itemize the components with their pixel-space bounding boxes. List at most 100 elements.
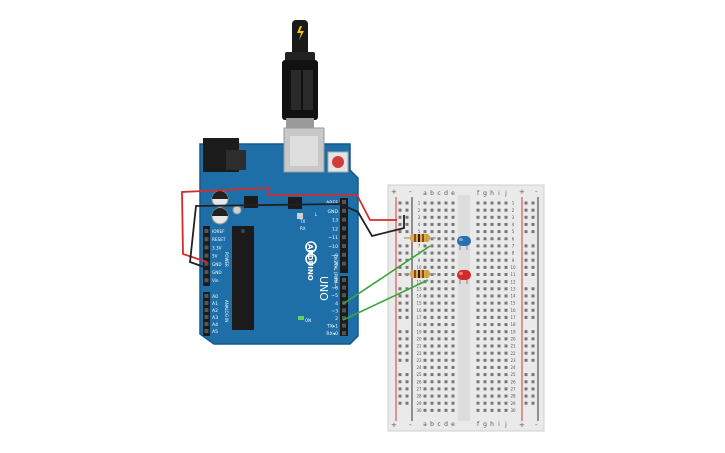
breadboard-hole[interactable] (476, 280, 480, 284)
rail-hole[interactable] (398, 308, 402, 312)
digital-pin[interactable] (342, 285, 346, 290)
breadboard-hole[interactable] (497, 387, 501, 391)
breadboard-hole[interactable] (423, 387, 427, 391)
rail-hole[interactable] (524, 308, 528, 312)
breadboard-hole[interactable] (444, 315, 448, 319)
breadboard-hole[interactable] (476, 344, 480, 348)
rail-hole[interactable] (524, 215, 528, 219)
breadboard-hole[interactable] (423, 222, 427, 226)
breadboard-hole[interactable] (476, 308, 480, 312)
breadboard-hole[interactable] (497, 323, 501, 327)
breadboard-hole[interactable] (437, 273, 441, 276)
digital-pin[interactable] (342, 308, 346, 313)
breadboard-hole[interactable] (490, 301, 494, 305)
breadboard-hole[interactable] (437, 344, 441, 348)
breadboard-hole[interactable] (476, 373, 480, 377)
breadboard-hole[interactable] (504, 337, 508, 341)
breadboard-hole[interactable] (437, 408, 441, 412)
breadboard-hole[interactable] (497, 330, 501, 334)
breadboard-hole[interactable] (437, 251, 441, 255)
breadboard-hole[interactable] (497, 365, 501, 369)
rail-hole[interactable] (524, 294, 528, 298)
rail-hole[interactable] (531, 315, 535, 319)
digital-pin[interactable] (342, 226, 346, 231)
breadboard-hole[interactable] (490, 230, 494, 234)
breadboard-hole[interactable] (497, 394, 501, 398)
breadboard-hole[interactable] (490, 222, 494, 226)
breadboard-hole[interactable] (483, 208, 487, 212)
breadboard-hole[interactable] (437, 208, 441, 212)
breadboard-hole[interactable] (430, 330, 434, 334)
rail-hole[interactable] (531, 201, 535, 205)
rail-hole[interactable] (524, 315, 528, 319)
breadboard-hole[interactable] (444, 265, 448, 269)
breadboard-hole[interactable] (423, 251, 427, 255)
rail-hole[interactable] (531, 244, 535, 248)
breadboard-hole[interactable] (430, 408, 434, 412)
rail-hole[interactable] (531, 294, 535, 298)
breadboard-hole[interactable] (497, 215, 501, 219)
rail-hole[interactable] (531, 273, 535, 276)
breadboard-hole[interactable] (430, 215, 434, 219)
breadboard-hole[interactable] (444, 244, 448, 248)
rail-hole[interactable] (398, 373, 402, 377)
breadboard-hole[interactable] (490, 408, 494, 412)
breadboard-hole[interactable] (483, 230, 487, 234)
breadboard-hole[interactable] (483, 265, 487, 269)
breadboard-hole[interactable] (497, 373, 501, 377)
breadboard-hole[interactable] (497, 294, 501, 298)
breadboard-hole[interactable] (430, 258, 434, 262)
rail-hole[interactable] (531, 251, 535, 255)
breadboard-hole[interactable] (437, 330, 441, 334)
rail-hole[interactable] (531, 215, 535, 219)
breadboard-hole[interactable] (497, 280, 501, 284)
usb-cable[interactable] (282, 20, 318, 128)
breadboard-hole[interactable] (437, 351, 441, 355)
breadboard-hole[interactable] (444, 208, 448, 212)
wire-green-pin-lower[interactable] (342, 279, 429, 321)
breadboard-hole[interactable] (451, 258, 455, 262)
rail-hole[interactable] (398, 265, 402, 269)
breadboard-hole[interactable] (423, 330, 427, 334)
rail-hole[interactable] (405, 315, 409, 319)
breadboard-hole[interactable] (497, 351, 501, 355)
power-pin[interactable] (204, 229, 209, 233)
breadboard-hole[interactable] (444, 230, 448, 234)
breadboard-hole[interactable] (504, 408, 508, 412)
rail-hole[interactable] (398, 244, 402, 248)
breadboard-hole[interactable] (504, 265, 508, 269)
breadboard-hole[interactable] (444, 201, 448, 205)
breadboard-hole[interactable] (437, 258, 441, 262)
analog-header[interactable] (203, 292, 210, 336)
breadboard-hole[interactable] (437, 280, 441, 284)
breadboard-hole[interactable] (504, 287, 508, 291)
rail-hole[interactable] (405, 380, 409, 384)
breadboard-hole[interactable] (483, 308, 487, 312)
breadboard-hole[interactable] (497, 201, 501, 205)
breadboard-hole[interactable] (451, 408, 455, 412)
breadboard-hole[interactable] (490, 287, 494, 291)
breadboard-hole[interactable] (504, 222, 508, 226)
rail-hole[interactable] (398, 387, 402, 391)
power-pin[interactable] (204, 245, 209, 250)
breadboard-hole[interactable] (483, 222, 487, 226)
breadboard-hole[interactable] (423, 301, 427, 305)
rail-hole[interactable] (531, 208, 535, 212)
reset-button-cap[interactable] (332, 156, 344, 168)
breadboard-hole[interactable] (483, 380, 487, 384)
breadboard-hole[interactable] (437, 394, 441, 398)
rail-hole[interactable] (405, 222, 409, 226)
rail-hole[interactable] (398, 394, 402, 398)
breadboard-hole[interactable] (437, 315, 441, 319)
breadboard-hole[interactable] (483, 280, 487, 284)
rail-hole[interactable] (405, 387, 409, 391)
rail-hole[interactable] (524, 265, 528, 269)
breadboard-hole[interactable] (476, 358, 480, 362)
breadboard-hole[interactable] (423, 265, 427, 269)
rail-hole[interactable] (531, 301, 535, 305)
breadboard-hole[interactable] (451, 294, 455, 298)
breadboard-hole[interactable] (430, 287, 434, 291)
breadboard-hole[interactable] (451, 201, 455, 205)
rail-hole[interactable] (524, 387, 528, 391)
